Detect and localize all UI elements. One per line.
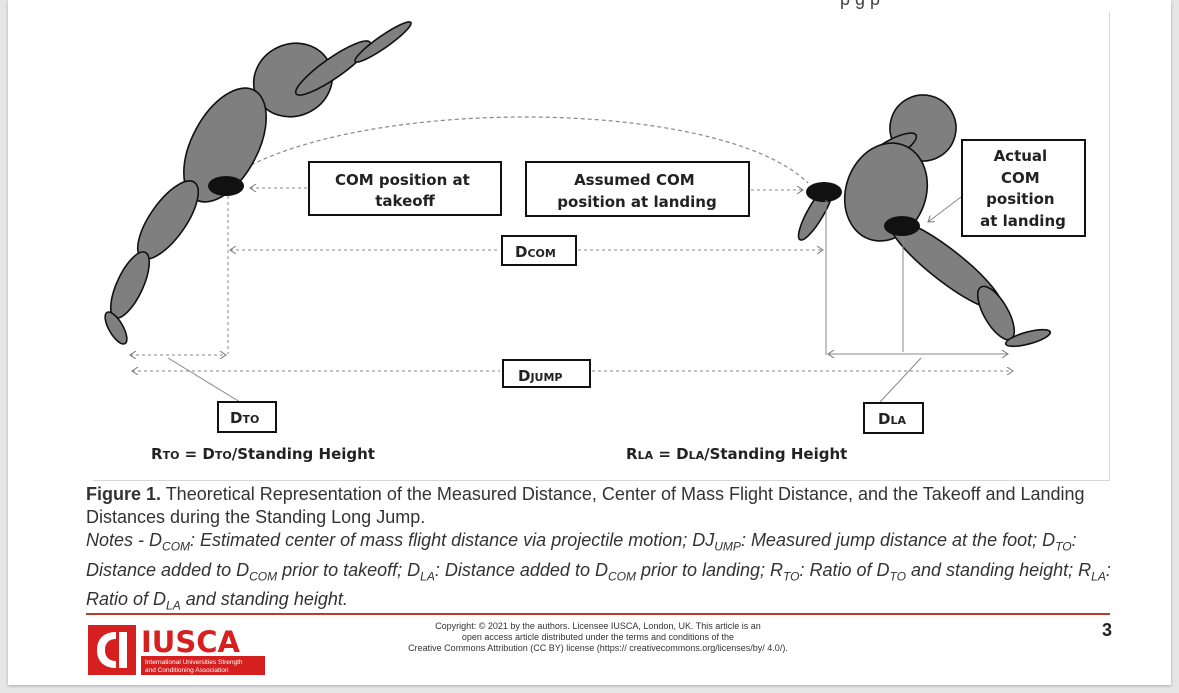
logo-c-mark [97, 632, 116, 668]
logo-sub1: International Universities Strength [145, 659, 243, 666]
copyright-line1: Copyright: © 2021 by the authors. Licens… [435, 621, 761, 631]
com-takeoff-label: COM position at takeoff [335, 171, 475, 210]
arrow-actual-label [928, 196, 962, 222]
logo-text: IUSCA [141, 625, 241, 659]
djump-box [502, 359, 591, 388]
takeoff-upper-arm [294, 40, 372, 96]
logo-sub2: and Conditioning Association [145, 667, 229, 674]
flight-arc [220, 116, 809, 184]
paper-page: p g p [8, 0, 1171, 685]
dla-box [863, 402, 924, 434]
actual-com-label: Actual COM position at landing [980, 147, 1066, 230]
caption-title: Figure 1. Theoretical Representation of … [86, 483, 1116, 529]
dto-label: DTO [230, 409, 259, 427]
actual-com-box [961, 139, 1086, 237]
rla-formula: RLA = DLA/Standing Height [626, 445, 847, 463]
caption-notes: Notes - DCOM: Estimated center of mass f… [86, 530, 1111, 613]
takeoff-foot [104, 311, 128, 345]
assumed-com-box [525, 161, 750, 217]
figure-caption: Figure 1. Theoretical Representation of … [86, 483, 1116, 618]
dcom-box [501, 235, 577, 266]
figure-frame [93, 12, 1110, 481]
caption-label: Figure 1. [86, 484, 162, 504]
label-boxes [217, 139, 1086, 434]
takeoff-forearm [354, 21, 412, 63]
dto-box [217, 401, 277, 433]
standing-long-jump-figure: COM position at takeoff Assumed COM posi… [104, 21, 1086, 463]
com-marker-assumed [806, 182, 842, 202]
takeoff-figure [104, 21, 412, 345]
footer-rule [86, 613, 1110, 615]
iusca-logo: IUSCA International Universities Strengt… [88, 625, 265, 675]
copyright-line3[interactable]: Creative Commons Attribution (CC BY) lic… [408, 643, 788, 653]
com-takeoff-box [308, 161, 502, 216]
assumed-com-label: Assumed COM position at landing [557, 171, 716, 211]
com-marker-takeoff [208, 176, 244, 196]
djump-label: DJUMP [518, 367, 563, 385]
page-number: 3 [1101, 620, 1112, 640]
copyright-line2: open access article distributed under th… [461, 632, 735, 642]
dla-label: DLA [878, 410, 906, 428]
landing-foot [1004, 328, 1052, 348]
takeoff-shin [109, 251, 151, 319]
copyright-notice: Copyright: © 2021 by the authors. Licens… [368, 621, 828, 654]
rto-formula: RTO = DTO/Standing Height [151, 445, 375, 463]
dto-leader [167, 357, 241, 403]
logo-i-mark [119, 632, 127, 668]
running-header-fragment: p g p [840, 0, 880, 10]
com-marker-actual [884, 216, 920, 236]
dla-leader [879, 357, 922, 403]
dcom-label: DCOM [515, 243, 556, 261]
guide-lines [130, 188, 1013, 403]
caption-text: Theoretical Representation of the Measur… [86, 484, 1085, 527]
logo-banner [141, 656, 265, 675]
